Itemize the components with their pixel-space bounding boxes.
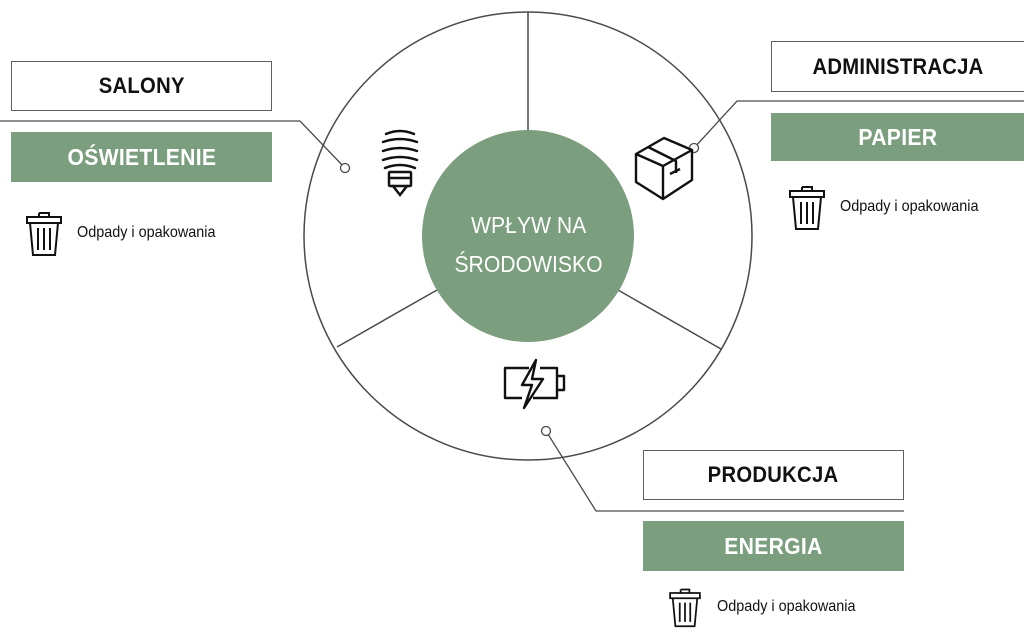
- section-label-salony-text: SALONY: [98, 73, 185, 98]
- center-title-line2: ŚRODOWISKO: [454, 251, 604, 277]
- center-circle: [422, 130, 634, 342]
- connector-dot-produkcja: [540, 425, 552, 437]
- center-title: WPŁYW NA ŚRODOWISKO: [423, 200, 635, 290]
- waste-item-produkcja: Odpady i opakowania: [667, 586, 871, 628]
- trash-icon: [789, 186, 825, 230]
- waste-item-administracja: Odpady i opakowania: [788, 183, 994, 231]
- divider-left: [336, 289, 438, 348]
- waste-item-salony: Odpady i opakowania: [25, 209, 231, 257]
- section-label-administracja-text: ADMINISTRACJA: [812, 53, 984, 79]
- waste-label-administracja: Odpady i opakowania: [840, 198, 979, 215]
- category-box-salony: OŚWIETLENIE: [11, 132, 272, 182]
- connector-administracja: [693, 100, 1024, 149]
- center-title-line1: WPŁYW NA: [471, 212, 587, 238]
- trash-icon: [669, 588, 701, 628]
- section-label-produkcja-text: PRODUKCJA: [708, 462, 839, 487]
- section-label-salony: SALONY: [11, 61, 272, 111]
- battery-charging-icon: [503, 358, 566, 410]
- trash-icon: [26, 212, 62, 256]
- category-box-administracja: PAPIER: [771, 113, 1024, 161]
- box-icon: [634, 136, 694, 201]
- category-box-produkcja-text: ENERGIA: [724, 532, 823, 559]
- connector-dot-salony: [339, 162, 351, 174]
- divider-right: [617, 289, 722, 350]
- section-label-administracja: ADMINISTRACJA: [771, 41, 1024, 92]
- waste-label-salony: Odpady i opakowania: [77, 224, 216, 241]
- category-box-produkcja: ENERGIA: [643, 521, 904, 571]
- light-bulb-icon: [381, 129, 419, 198]
- waste-label-produkcja: Odpady i opakowania: [717, 598, 856, 615]
- section-label-produkcja: PRODUKCJA: [643, 450, 904, 500]
- category-box-administracja-text: PAPIER: [858, 123, 937, 150]
- connector-salony: [0, 120, 346, 169]
- category-box-salony-text: OŚWIETLENIE: [67, 143, 216, 170]
- connector-produkcja: [545, 430, 904, 512]
